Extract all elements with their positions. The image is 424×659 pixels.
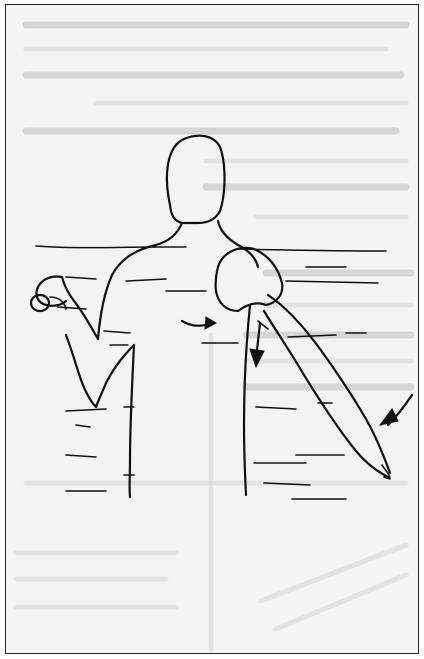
- torso-right-outline: [218, 221, 258, 267]
- figure-frame: [5, 4, 419, 654]
- left-forearm-inner: [66, 335, 134, 407]
- exercise-illustration: [6, 5, 419, 654]
- show-through-texture: [16, 25, 411, 650]
- right-shoulder-outline: [216, 248, 283, 311]
- torso-left-side: [130, 345, 134, 497]
- head-outline: [167, 136, 225, 223]
